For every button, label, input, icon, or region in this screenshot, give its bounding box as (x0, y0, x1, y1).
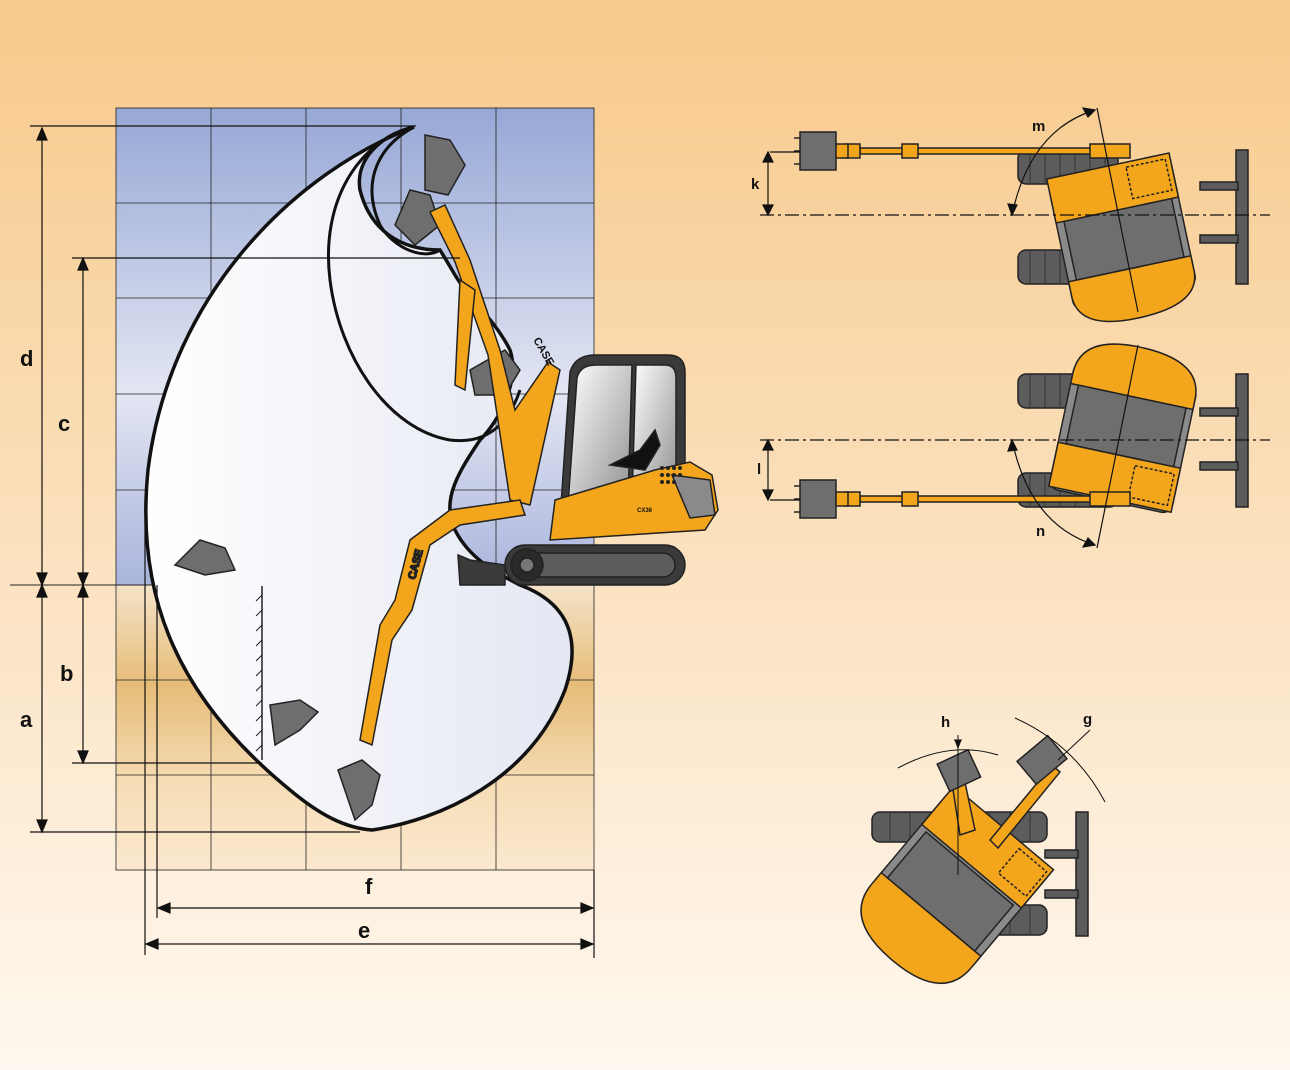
inner-reach-arc (327, 125, 522, 443)
label-k: k (751, 176, 760, 193)
bucket-icon (269, 699, 320, 747)
label-g: g (1083, 711, 1092, 728)
top-view-slew-radius (860, 734, 1089, 984)
bucket-icon (424, 134, 466, 196)
label-l: l (757, 461, 761, 478)
excavator-arm-digging: CASE (359, 499, 526, 747)
label-b: b (60, 661, 73, 686)
label-m: m (1032, 118, 1045, 135)
swing-angle-n (760, 344, 1270, 549)
label-e: e (358, 918, 370, 943)
swing-angle-m (760, 107, 1270, 313)
label-d: d (20, 346, 33, 371)
dimension-lines (30, 125, 595, 958)
bucket-icon (394, 189, 441, 247)
slew-radius-dimensions (897, 717, 1106, 875)
label-f: f (365, 874, 373, 899)
top-view-boom-swing-right (794, 343, 1249, 519)
label-n: n (1036, 523, 1045, 540)
excavator-arm-raised (428, 204, 561, 506)
label-c: c (58, 411, 70, 436)
top-view-boom-swing-left (794, 131, 1249, 323)
trench-wall (255, 586, 263, 760)
bucket-icon (337, 759, 381, 822)
excavator-side-icon (457, 354, 719, 586)
side-view-working-range: CASE CASE C (10, 107, 719, 958)
label-h: h (941, 714, 950, 731)
bucket-icon (173, 539, 237, 576)
inner-reach-arc-top (370, 125, 441, 256)
model-badge: CX36 (637, 508, 653, 514)
label-a: a (20, 707, 33, 732)
